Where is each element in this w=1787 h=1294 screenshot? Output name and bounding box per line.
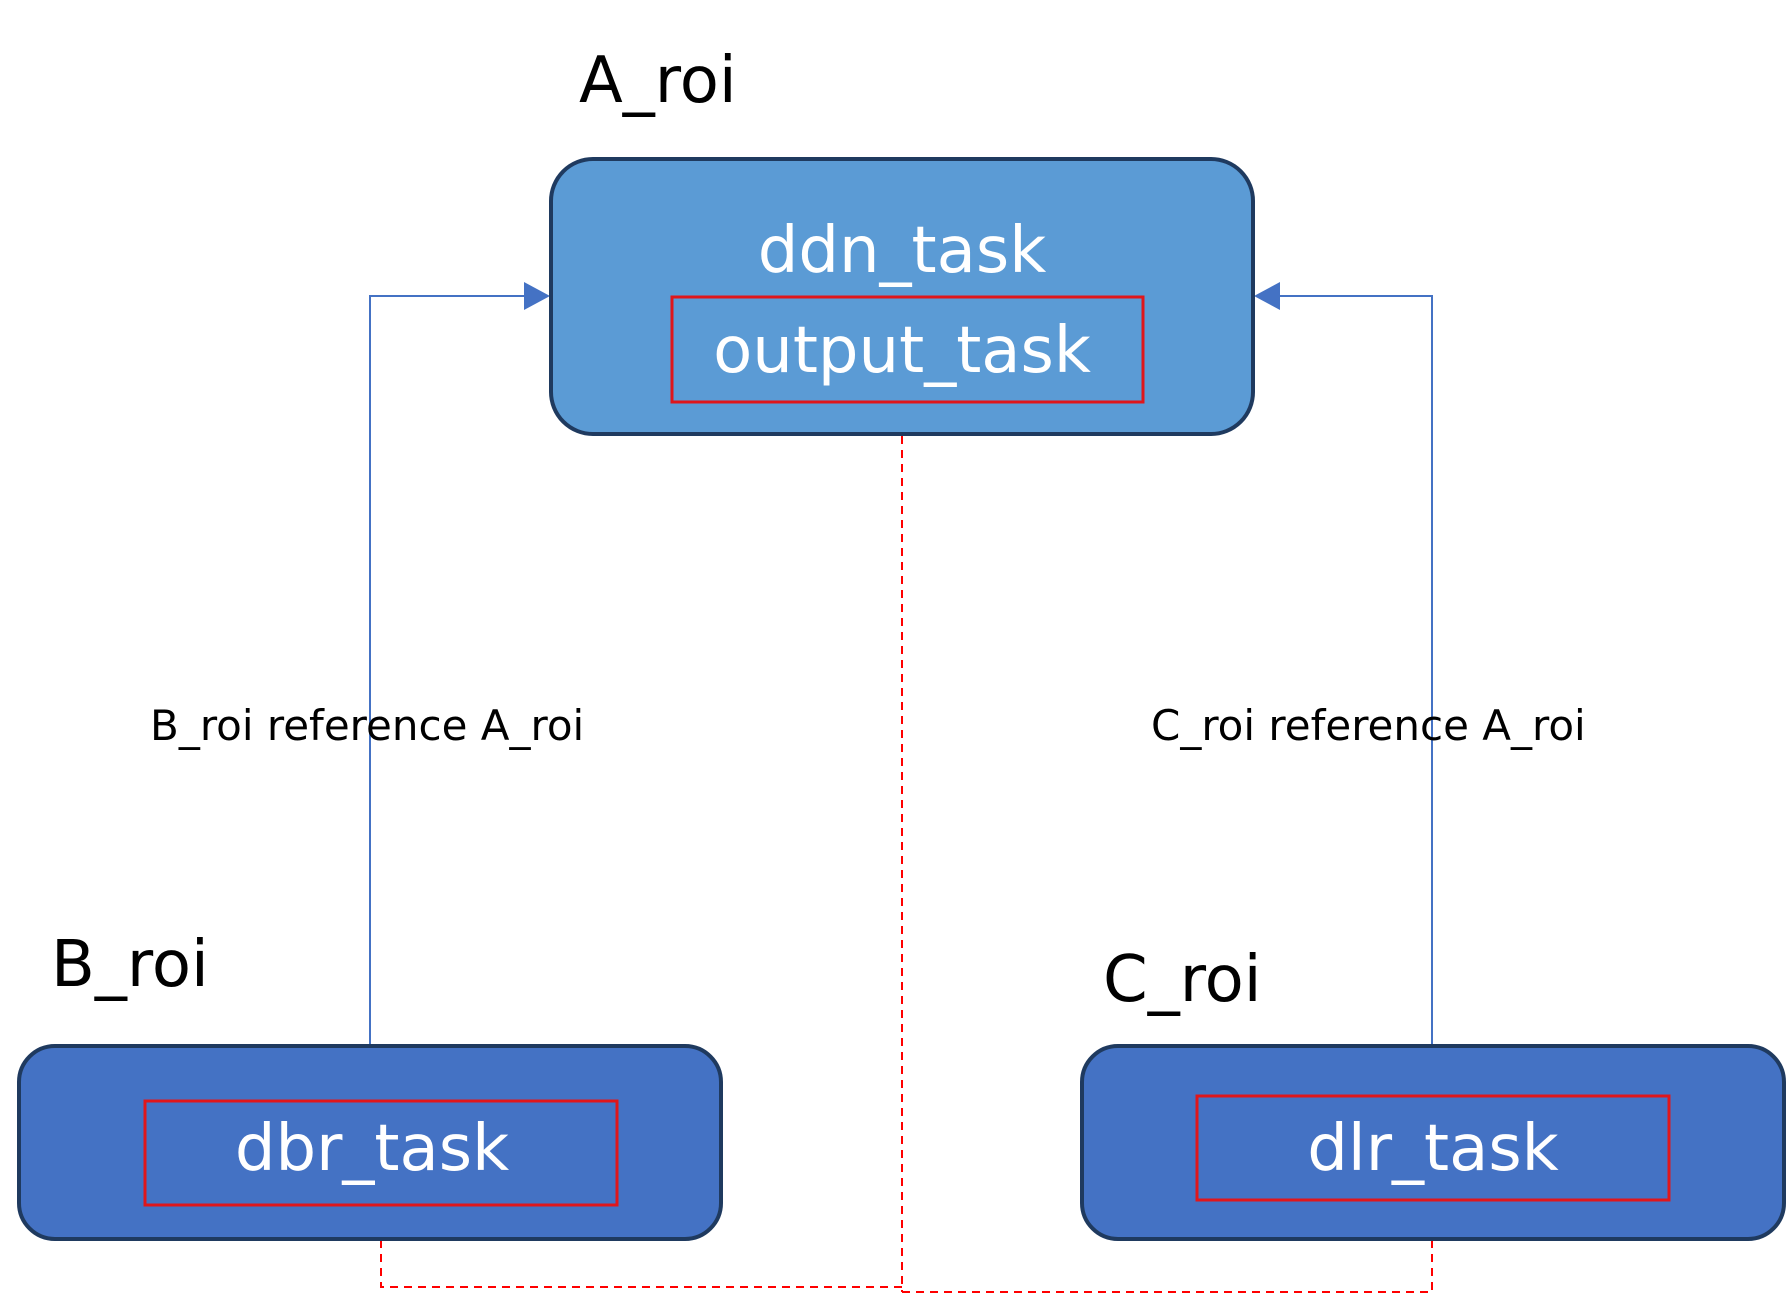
edge-output-to-dbr-line bbox=[380, 1227, 902, 1288]
edge-c-to-a-label: C_roi reference A_roi bbox=[1151, 701, 1586, 750]
dbr-task-box bbox=[143, 1099, 619, 1207]
edge-c-to-a-line bbox=[1270, 295, 1433, 1045]
output-task-box bbox=[670, 295, 1145, 404]
a-roi-title: ddn_task bbox=[758, 214, 1047, 288]
node-a-roi: A_roi ddn_task output_task bbox=[549, 44, 1255, 436]
output-task-text: output_task bbox=[713, 314, 1091, 388]
node-b-roi: B_roi dbr_task bbox=[17, 928, 723, 1241]
b-roi-label: B_roi bbox=[51, 928, 209, 1002]
c-roi-box bbox=[1080, 1044, 1786, 1241]
a-roi-label: A_roi bbox=[579, 44, 737, 118]
dlr-task-text: dlr_task bbox=[1307, 1112, 1558, 1186]
b-roi-box bbox=[17, 1044, 723, 1241]
c-roi-label: C_roi bbox=[1103, 943, 1262, 1017]
edge-b-to-a-line bbox=[369, 295, 533, 1045]
edge-b-to-a-label: B_roi reference A_roi bbox=[150, 701, 584, 750]
arrowhead-b-to-a-icon bbox=[524, 282, 550, 310]
edge-c-to-a bbox=[1254, 282, 1433, 1045]
dbr-task-text: dbr_task bbox=[235, 1112, 509, 1186]
edge-output-to-dlr-line bbox=[902, 1223, 1433, 1293]
edge-b-to-a bbox=[369, 282, 550, 1045]
arrowhead-c-to-a-icon bbox=[1254, 282, 1280, 310]
node-c-roi: C_roi dlr_task bbox=[1080, 943, 1786, 1241]
dlr-task-box bbox=[1195, 1094, 1671, 1202]
